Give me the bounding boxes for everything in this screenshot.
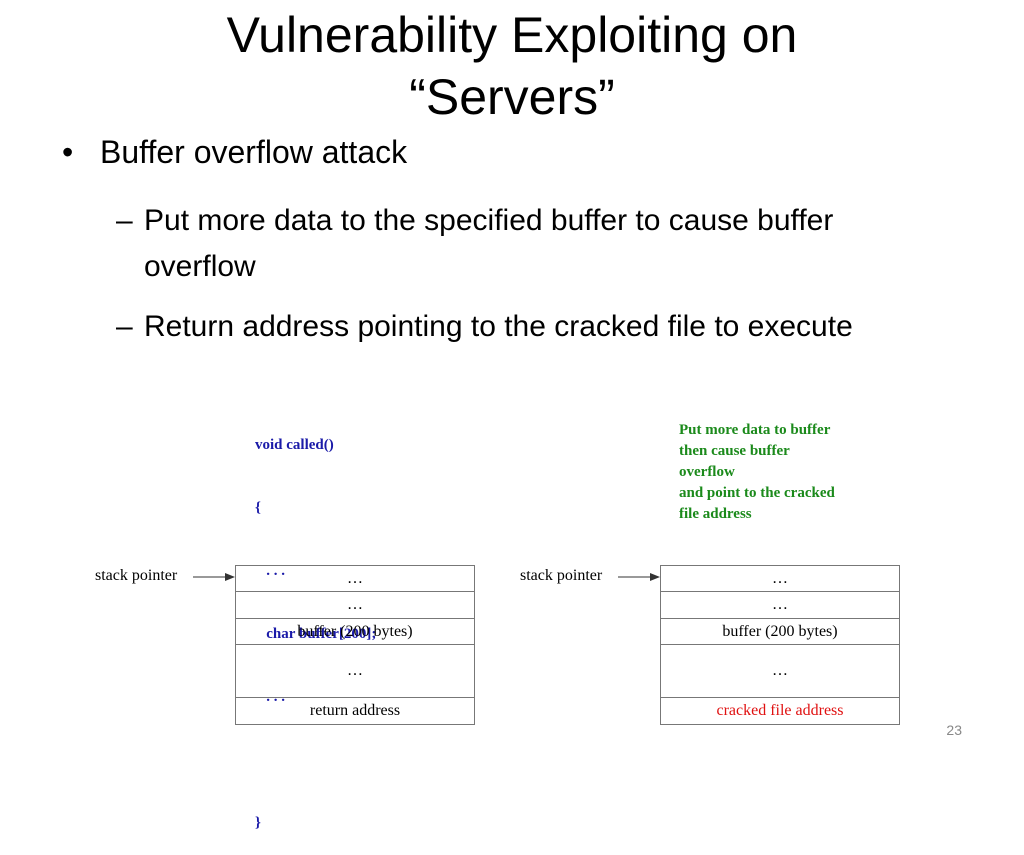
- title-line-1: Vulnerability Exploiting on: [226, 7, 798, 63]
- note-line: file address: [679, 506, 752, 522]
- right-stack-frame: … … buffer (200 bytes) … cracked file ad…: [660, 565, 900, 725]
- left-stack-frame: … … buffer (200 bytes) … return address: [235, 565, 475, 725]
- bullet-text: Buffer overflow attack: [100, 134, 408, 170]
- dash-icon: –: [116, 310, 133, 343]
- code-line: }: [255, 815, 261, 831]
- title-line-2: “Servers”: [409, 69, 615, 125]
- note-line: overflow: [679, 464, 735, 480]
- stack-cell-top: …: [661, 566, 899, 592]
- stack-cell-cracked-file-address: cracked file address: [716, 702, 844, 719]
- left-stack-pointer-arrow-icon: [193, 573, 235, 581]
- right-stack-pointer-arrow-icon: [618, 573, 660, 581]
- code-line: char buffer[200];: [255, 626, 377, 642]
- stack-cell: …: [236, 645, 474, 698]
- stack-cell-buffer: buffer (200 bytes): [661, 619, 899, 645]
- stack-cell-return-address: return address: [309, 702, 401, 719]
- sub-bullet-1-text: Put more data to the specified buffer to…: [144, 204, 834, 283]
- code-line: void called(): [255, 437, 334, 453]
- note-line: and point to the cracked: [679, 485, 835, 501]
- left-stack-pointer-label: stack pointer: [95, 567, 178, 584]
- code-line: . . .: [255, 563, 285, 579]
- slide-title: Vulnerability Exploiting on “Servers”: [60, 4, 964, 128]
- stack-cell-buffer: buffer (200 bytes): [236, 619, 474, 645]
- note-line: then cause buffer: [679, 443, 790, 459]
- dash-icon: –: [116, 204, 133, 237]
- sub-bullet-2: – Return address pointing to the cracked…: [116, 304, 916, 350]
- note-line: Put more data to buffer: [679, 422, 831, 438]
- attack-note: Put more data to buffer then cause buffe…: [679, 420, 879, 525]
- right-stack-pointer-label: stack pointer: [520, 567, 603, 584]
- bullet-dot-icon: •: [62, 134, 74, 170]
- sub-bullet-2-text: Return address pointing to the cracked f…: [144, 310, 853, 343]
- bullet-item: • Buffer overflow attack: [62, 134, 407, 171]
- code-line: {: [255, 500, 261, 516]
- stack-cell: …: [661, 592, 899, 619]
- code-block: void called() { . . . char buffer[200]; …: [255, 393, 376, 855]
- stack-cell-top: …: [236, 566, 474, 592]
- page-number: 23: [946, 722, 962, 738]
- stack-cell: …: [661, 645, 899, 698]
- stack-cell: …: [236, 592, 474, 619]
- sub-bullet-1: – Put more data to the specified buffer …: [116, 198, 916, 290]
